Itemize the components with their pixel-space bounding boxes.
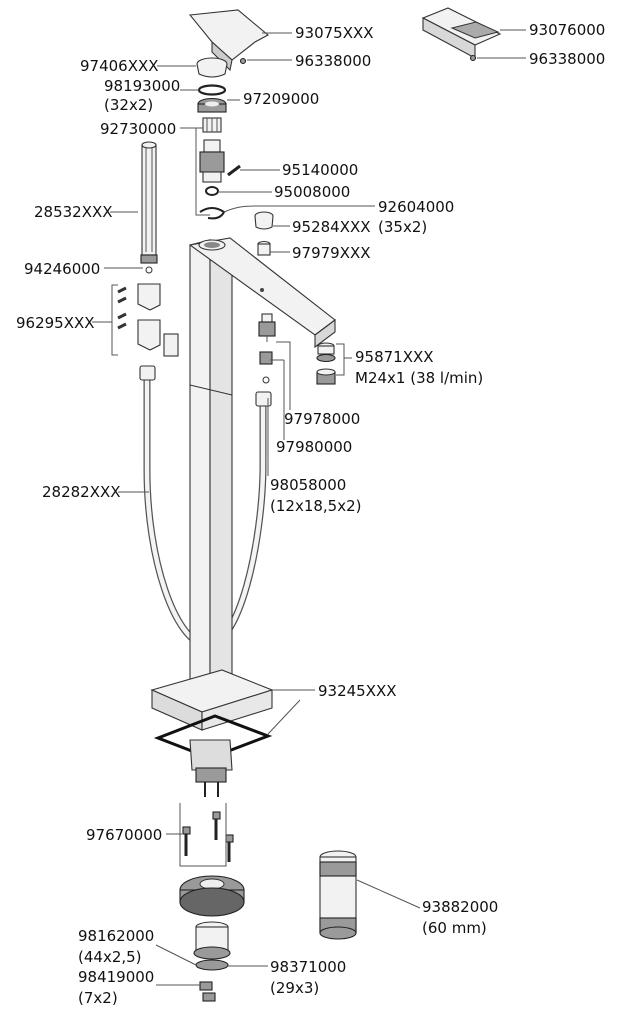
label-98419000-size: (7x2): [78, 989, 118, 1007]
label-95284XXX: 95284XXX: [292, 218, 371, 236]
label-96295XXX: 96295XXX: [16, 314, 95, 332]
label-98193000-size: (32x2): [104, 96, 153, 114]
aerator-95871: [316, 342, 336, 385]
label-98058000: 98058000: [270, 476, 346, 494]
pin-95140: [227, 164, 241, 177]
label-97670000: 97670000: [86, 826, 162, 844]
column-body: [189, 239, 233, 706]
part-97980: [259, 351, 273, 384]
base-plate: [150, 669, 274, 797]
label-93882000-size: (60 mm): [422, 919, 487, 937]
handle-93076000: [421, 7, 502, 59]
label-98419000: 98419000: [78, 968, 154, 986]
adapter-92730: [202, 117, 222, 133]
holder-96295: [117, 283, 179, 357]
label-98162000: 98162000: [78, 927, 154, 945]
ring-95008000: [205, 186, 219, 196]
leader-lines: [92, 29, 526, 986]
spout: [188, 237, 336, 349]
label-98371000: 98371000: [270, 958, 346, 976]
label-93076000: 93076000: [529, 21, 605, 39]
label-92730000: 92730000: [100, 120, 176, 138]
label-97209000: 97209000: [243, 90, 319, 108]
label-95871XXX: 95871XXX: [355, 348, 434, 366]
washer-94246: [145, 266, 153, 274]
part-labels: 93075XXX 93076000 96338000 96338000 9740…: [16, 21, 605, 1007]
screws-97670: [182, 811, 234, 862]
pin-98419: [199, 981, 216, 1002]
label-94246000: 94246000: [24, 260, 100, 278]
label-98058000-size: (12x18,5x2): [270, 497, 362, 515]
label-97979XXX: 97979XXX: [292, 244, 371, 262]
label-93245XXX: 93245XXX: [318, 682, 397, 700]
label-93075XXX: 93075XXX: [295, 24, 374, 42]
insert-97979: [257, 240, 271, 256]
extension-93882: [319, 850, 357, 940]
label-97978000: 97978000: [284, 410, 360, 428]
label-28532XXX: 28532XXX: [34, 203, 113, 221]
label-92604000: 92604000: [378, 198, 454, 216]
connector-98162: [193, 921, 231, 971]
label-96338000-b: 96338000: [529, 50, 605, 68]
hand-shower-28532: [140, 141, 158, 264]
cap-97406: [196, 57, 228, 78]
label-97406XXX: 97406XXX: [80, 57, 159, 75]
o-ring-92604000: [199, 207, 226, 220]
label-97980000: 97980000: [276, 438, 352, 456]
label-28282XXX: 28282XXX: [42, 483, 121, 501]
cap-95284: [254, 211, 274, 230]
mounting-flange: [179, 875, 245, 917]
label-95140000: 95140000: [282, 161, 358, 179]
label-92604000-size: (35x2): [378, 218, 427, 236]
screw-96338000-a: [239, 57, 247, 65]
label-98371000-size: (29x3): [270, 979, 319, 997]
label-98162000-size: (44x2,5): [78, 948, 142, 966]
label-95871XXX-spec: M24x1 (38 l/min): [355, 369, 483, 387]
o-ring-98193000: [197, 84, 227, 96]
cartridge: [199, 139, 225, 183]
diverter-97978: [258, 313, 276, 342]
nut-97209: [197, 97, 227, 113]
label-93882000: 93882000: [422, 898, 498, 916]
label-96338000-a: 96338000: [295, 52, 371, 70]
label-95008000: 95008000: [274, 183, 350, 201]
screw-96338000-b: [469, 54, 477, 62]
label-98193000: 98193000: [104, 77, 180, 95]
